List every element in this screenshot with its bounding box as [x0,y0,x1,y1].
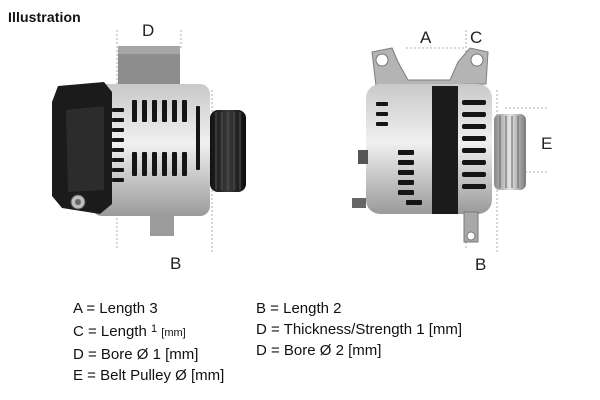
legend-right-column: B = Length 2 D = Thickness/Strength 1 [m… [256,298,462,361]
legend-item-d-bore-1: D = Bore Ø 1 [mm] [73,346,199,363]
dimension-label-d: D [142,21,155,40]
legend-item-e: E = Belt Pulley Ø [mm] [73,367,225,384]
legend-item-c-unit: [mm] [161,327,186,339]
dimension-label-c: C [470,28,483,47]
legend-item-d-bore-2: D = Bore Ø 2 [mm] [256,342,382,359]
legend-item-c-text: C = Length [73,323,147,340]
dimension-label-a: A [420,28,432,47]
dimension-label-b-right: B [475,255,487,274]
dimension-label-e: E [541,134,553,153]
legend-item-c: C = Length 1 [mm] [73,319,224,344]
legend-item-b: B = Length 2 [256,300,342,317]
alternator-side-view [52,30,246,252]
legend-item-c-superscript: 1 [150,323,158,335]
legend-left-column: A = Length 3 C = Length 1 [mm] D = Bore … [73,298,224,386]
alternator-illustration [52,30,548,252]
legend-item-a: A = Length 3 [73,300,158,317]
legend-item-d-thickness: D = Thickness/Strength 1 [mm] [256,321,463,338]
illustration-title: Illustration [8,9,81,25]
alternator-front-view [352,30,548,252]
dimension-label-b-left: B [170,254,182,273]
